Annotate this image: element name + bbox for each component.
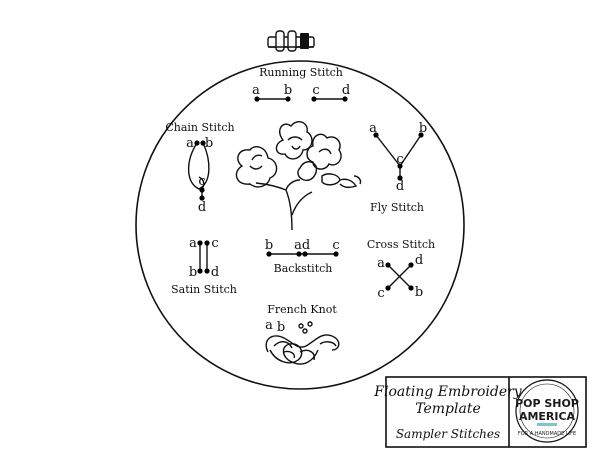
satin-letter-c: c [211,236,218,251]
chain-stitch-diagram: Chain Stitch a b c d [165,121,234,215]
french-knot-icon [265,321,340,365]
cross-letter-a: a [377,256,385,271]
logo-line-1: POP SHOP [515,397,579,410]
chain-letter-b: b [205,136,213,151]
satin-stitch-diagram: Satin Stitch a c b d [171,236,237,296]
cross-letter-d: d [415,253,423,268]
cross-letter-c: c [377,286,384,301]
french-letter-a: a [265,318,273,333]
hoop-ring [135,60,465,390]
backstitch-diagram: Backstitch b a d c [265,238,340,275]
title-line-2: Template [415,401,481,417]
cross-letter-b: b [415,285,423,300]
cross-stitch-diagram: Cross Stitch a d c b [367,238,435,301]
running-stitch-diagram: Running Stitch a b c d [252,66,350,102]
back-letter-c: c [332,238,339,253]
backstitch-label: Backstitch [274,262,333,275]
chain-letter-a: a [186,136,194,151]
fly-stitch-diagram: Fly Stitch a b c d [369,121,427,214]
logo-accent-bar [537,423,557,426]
satin-letter-b: b [189,265,197,280]
running-letter-d: d [342,83,350,98]
chain-letter-d: d [198,200,206,215]
satin-letter-a: a [189,236,197,251]
back-letter-a: a [294,238,302,253]
running-stitch-label: Running Stitch [259,66,343,79]
hoop-clasp-icon [267,30,315,52]
french-knot-diagram: French Knot a b [265,303,340,365]
freesia-flower-icon [235,121,362,231]
running-letter-b: b [284,83,292,98]
chain-letter-c: c [198,174,205,189]
title-line-3: Sampler Stitches [396,427,500,441]
running-letter-c: c [312,83,319,98]
fly-letter-d: d [396,179,404,194]
fly-stitch-label: Fly Stitch [370,201,424,214]
fly-letter-c: c [396,152,403,167]
running-letter-a: a [252,83,260,98]
chain-stitch-label: Chain Stitch [165,121,234,134]
french-letter-b: b [277,320,285,335]
embroidery-hoop [135,30,465,390]
back-letter-d: d [302,238,310,253]
title-line-1: Floating Embroidery [373,384,522,400]
logo-tagline: FOR A HANDMADE LIFE [518,431,576,437]
fly-letter-b: b [419,121,427,136]
pop-shop-america-logo: POP SHOP AMERICA FOR A HANDMADE LIFE [515,379,579,443]
cross-stitch-label: Cross Stitch [367,238,435,251]
satin-stitch-label: Satin Stitch [171,283,237,296]
fly-letter-a: a [369,121,377,136]
satin-letter-d: d [211,265,219,280]
french-knot-label: French Knot [267,303,337,316]
back-letter-b: b [265,238,273,253]
logo-line-2: AMERICA [519,410,576,423]
